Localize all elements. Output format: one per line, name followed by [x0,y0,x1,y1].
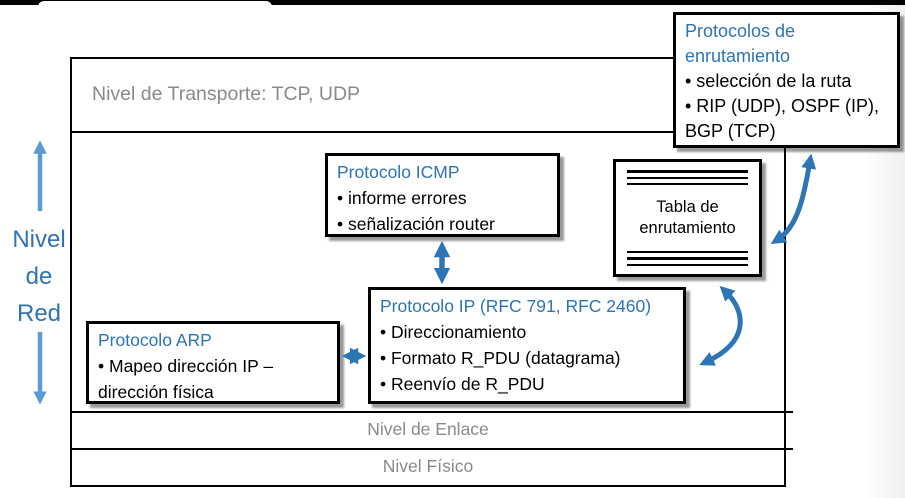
bullet-item: • selección de la ruta [685,71,852,91]
bullet-item: • Direccionamiento [380,322,527,342]
bullet-item: • Reenvío de R_PDU [380,374,545,394]
table-lines-icon [627,251,748,266]
slide-top-tab-decoration [38,1,272,7]
link-layer-separator [70,411,793,413]
physical-layer-label: Nivel Físico [382,456,474,476]
bullet-item: • Formato R_PDU (datagrama) [380,348,621,368]
transport-layer-label: Nivel de Transporte: TCP, UDP [92,83,361,105]
slide-top-decoration [0,0,905,5]
icmp-protocol-title: Protocolo ICMP [337,162,460,182]
ip-protocol-title: Protocolo IP (RFC 791, RFC 2460) [380,296,652,316]
bullet-item: • RIP (UDP), OSPF (IP), BGP (TCP) [685,96,879,141]
routing-protocols-box: Protocolos de enrutamiento • selección d… [673,12,900,148]
side-label-line: de [25,263,53,290]
routing-table-label: Tabla de enrutamiento [639,198,736,237]
link-layer-label: Nivel de Enlace [367,419,489,439]
protocol-stack-outline [70,57,786,487]
bullet-item: • señalización router [337,214,495,234]
transport-layer-separator [70,131,786,133]
bullet-item: • Mapeo dirección IP – dirección física [98,356,274,402]
routing-table-box: Tabla de enrutamiento [613,159,762,277]
arp-protocol-title: Protocolo ARP [98,330,212,350]
bullet-item: • informe errores [337,188,467,208]
network-layer-side-label: Nivel de Red [2,221,76,332]
table-lines-icon [627,170,748,185]
routing-protocols-title: Protocolos de enrutamiento [685,21,796,66]
arp-protocol-box: Protocolo ARP • Mapeo dirección IP – dir… [86,321,340,404]
icmp-protocol-box: Protocolo ICMP • informe errores • señal… [325,153,560,237]
side-label-line: Nivel [12,226,66,253]
side-label-line: Red [16,300,62,327]
physical-layer-separator [70,448,793,450]
ip-protocol-box: Protocolo IP (RFC 791, RFC 2460) • Direc… [368,287,686,404]
